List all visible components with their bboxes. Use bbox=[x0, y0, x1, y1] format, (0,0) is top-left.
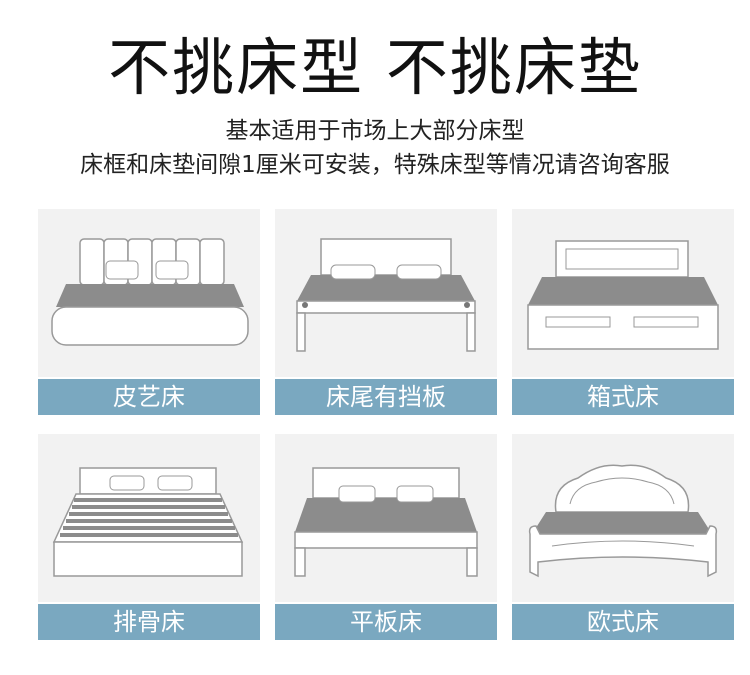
page-title: 不挑床型 不挑床垫 bbox=[108, 31, 642, 104]
bed-card-image bbox=[512, 209, 734, 377]
bed-card-box: 箱式床 bbox=[512, 209, 734, 415]
bed-card-european: 欧式床 bbox=[512, 434, 734, 640]
bed-card-image bbox=[38, 434, 260, 602]
bed-card-image bbox=[275, 434, 497, 602]
leather-bed-icon bbox=[51, 238, 249, 346]
european-bed-icon bbox=[528, 464, 718, 578]
bed-type-label: 箱式床 bbox=[512, 379, 734, 415]
bed-card-footboard: 床尾有挡板 bbox=[275, 209, 497, 415]
slatted-bed-icon bbox=[52, 467, 244, 577]
bed-type-label: 平板床 bbox=[275, 604, 497, 640]
platform-bed-icon bbox=[294, 467, 478, 577]
box-bed-icon bbox=[527, 240, 719, 350]
bed-card-platform: 平板床 bbox=[275, 434, 497, 640]
bed-card-image bbox=[275, 209, 497, 377]
bed-type-label: 欧式床 bbox=[512, 604, 734, 640]
bed-type-label: 排骨床 bbox=[38, 604, 260, 640]
bed-card-slatted: 排骨床 bbox=[38, 434, 260, 640]
bed-type-label: 床尾有挡板 bbox=[275, 379, 497, 415]
bed-type-label: 皮艺床 bbox=[38, 379, 260, 415]
footboard-bed-icon bbox=[296, 238, 476, 352]
bed-card-image bbox=[512, 434, 734, 602]
subtitle-line-1: 基本适用于市场上大部分床型 bbox=[225, 118, 525, 144]
bed-card-leather: 皮艺床 bbox=[38, 209, 260, 415]
bed-card-image bbox=[38, 209, 260, 377]
subtitle-line-2: 床框和床垫间隙1厘米可安装，特殊床型等情况请咨询客服 bbox=[80, 152, 670, 178]
